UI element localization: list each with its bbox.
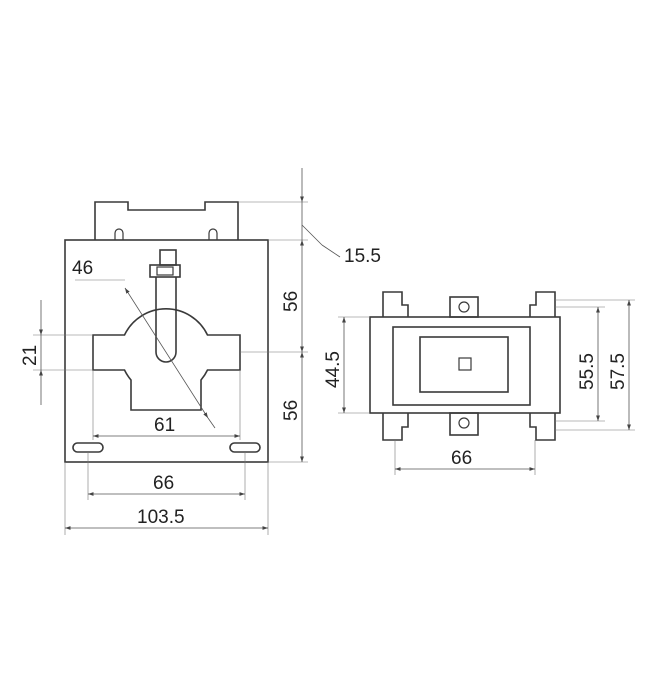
dim-upper-height: 56 xyxy=(281,240,304,352)
label-window-width: 61 xyxy=(154,415,175,436)
dim-side-outer-height: 57.5 xyxy=(608,300,631,430)
label-side-mount-spacing: 66 xyxy=(451,448,472,469)
label-terminal-height: 15.5 xyxy=(344,246,381,267)
dim-terminal-height: 15.5 xyxy=(300,168,381,267)
front-housing xyxy=(64,239,269,463)
dim-lower-height: 56 xyxy=(281,352,304,462)
dim-window-width: 61 xyxy=(93,415,240,438)
front-view: 46 21 61 66 103.5 15 xyxy=(20,168,381,535)
front-slot-left xyxy=(72,442,104,453)
dim-side-mount-spacing: 66 xyxy=(395,448,535,471)
front-extension-lines xyxy=(33,201,308,535)
side-bottom-brackets xyxy=(382,412,556,441)
label-side-inner-height: 55.5 xyxy=(577,353,598,390)
label-side-body-height: 44.5 xyxy=(323,351,344,388)
label-lower-height: 56 xyxy=(281,400,302,421)
label-slot-spacing: 66 xyxy=(153,473,174,494)
front-terminal-block xyxy=(94,201,239,240)
label-side-outer-height: 57.5 xyxy=(608,353,629,390)
label-hole-diameter: 46 xyxy=(72,258,93,279)
label-overall-width: 103.5 xyxy=(137,507,185,528)
dim-side-body-height: 44.5 xyxy=(323,317,346,413)
dim-slot-spacing: 66 xyxy=(88,473,245,496)
dim-overall-width: 103.5 xyxy=(65,507,268,530)
label-window-height: 21 xyxy=(20,345,41,366)
side-top-brackets xyxy=(382,291,556,318)
side-body xyxy=(369,316,561,414)
front-window xyxy=(92,308,241,411)
side-view: 44.5 66 55.5 57.5 xyxy=(323,291,635,475)
side-center-square xyxy=(458,357,472,371)
dim-hole-diameter: 46 xyxy=(72,258,216,429)
dim-side-inner-height: 55.5 xyxy=(577,307,600,421)
label-upper-height: 56 xyxy=(281,291,302,312)
dim-window-height: 21 xyxy=(20,300,43,405)
side-inner-frame xyxy=(392,326,531,406)
front-slot-right xyxy=(229,442,261,453)
front-busbar-clamp xyxy=(149,249,181,363)
side-window xyxy=(419,336,509,393)
